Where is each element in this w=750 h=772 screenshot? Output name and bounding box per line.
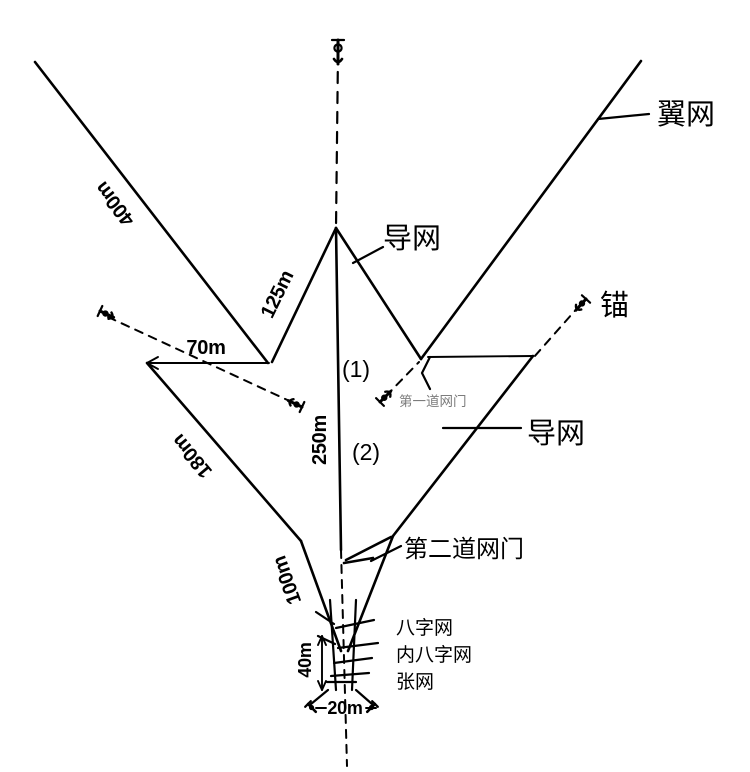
dimension-funnel: 100m [268,553,306,607]
second-gate-line [342,556,375,565]
anchor-icon-codend-left [304,700,318,714]
right-wing-net-line [419,59,643,361]
right-mooring-dashed-line [533,304,581,358]
dimension-codend-height: 40m [295,642,315,677]
label-guide-net-right: 导网 [527,418,585,450]
guide-net-left-upper-line [270,226,338,364]
right-guide-net-line [391,354,535,538]
label-first-gate: 第一道网门 [399,393,467,409]
figure-eight-net-line-left [314,610,336,626]
label-anchor: 锚 [600,289,629,322]
inner-figure-eight-net-line [336,641,380,650]
anchor-icon-top [330,38,346,66]
label-figure-eight-net: 八字网 [396,617,453,639]
left-guide-net-line [145,361,303,543]
codend-height-arrowheads [317,635,327,691]
centre-line-lower-dashed [340,549,348,767]
left-wing-net-line [33,60,270,365]
dimension-gate-gap: 70m [186,337,225,359]
label-guide-net-top: 导网 [383,223,441,255]
label-zone-one: (1) [342,356,370,382]
label-zone-two: (2) [352,439,380,465]
codend-left-leg [309,688,330,706]
right-wing-end-hook [420,355,432,391]
anchor-icon-first-gate [375,389,393,407]
centre-line-upper-dashed [334,50,340,230]
anchor-icon-left-outer [96,304,116,321]
right-gate-dimension-line [427,355,534,358]
second-gate-leader-line [369,544,403,563]
codend-rib-line [332,656,374,665]
centre-line-solid [334,226,343,552]
dimension-codend-width: 20m [327,698,362,718]
dimension-left-guide: 180m [168,430,217,482]
mooring-centre-group [375,361,420,407]
figure-eight-net-line [334,618,376,630]
centre-line-group [334,50,348,767]
left-funnel-line [299,539,343,653]
dimension-left-wing: 400m [91,177,139,230]
label-wing-net: 翼网 [657,99,715,131]
left-mooring-dashed-line [107,316,297,405]
anchor-icon-right-outer [574,294,592,312]
guide-net-top-leader-line [351,245,385,265]
codend-detail-group [304,598,380,714]
codend-right-leg [354,688,374,706]
mooring-left-group [96,304,306,414]
dimension-guide-upper: 125m [257,267,299,322]
label-stow-net: 张网 [396,671,434,693]
mooring-right-group [533,294,592,358]
anchor-icon-left-inner [286,397,306,414]
stow-net-line [329,671,371,678]
second-gate-inner-line [344,535,393,562]
dimension-centre-length: 250m [309,415,331,465]
wing-net-leader-line [596,112,651,121]
label-second-gate: 第二道网门 [404,536,524,563]
label-inner-figure-eight-net: 内八字网 [396,644,472,666]
guide-net-right-upper-line [334,226,423,361]
